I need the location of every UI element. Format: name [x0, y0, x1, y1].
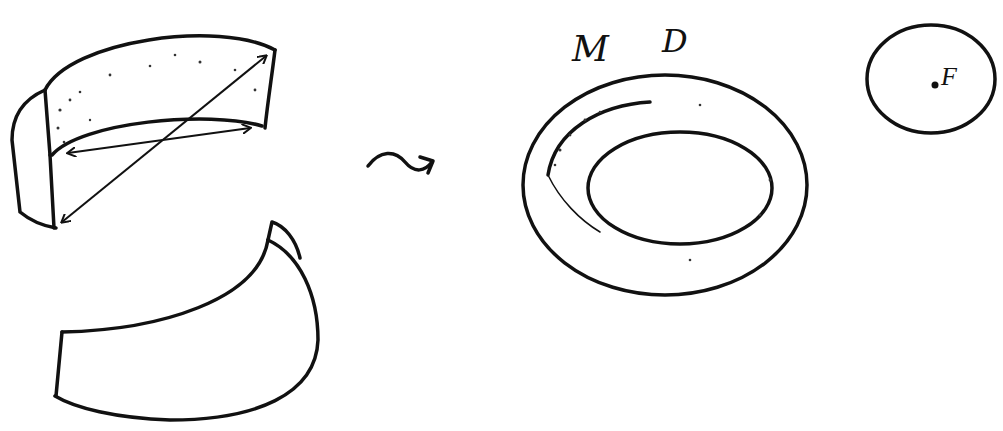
disk: F: [864, 22, 998, 136]
point-dot: [932, 82, 939, 89]
figure-label: D: [662, 22, 688, 60]
point-label: F: [941, 62, 957, 92]
disk-outline: [864, 22, 998, 136]
figure-label: M: [572, 28, 609, 69]
